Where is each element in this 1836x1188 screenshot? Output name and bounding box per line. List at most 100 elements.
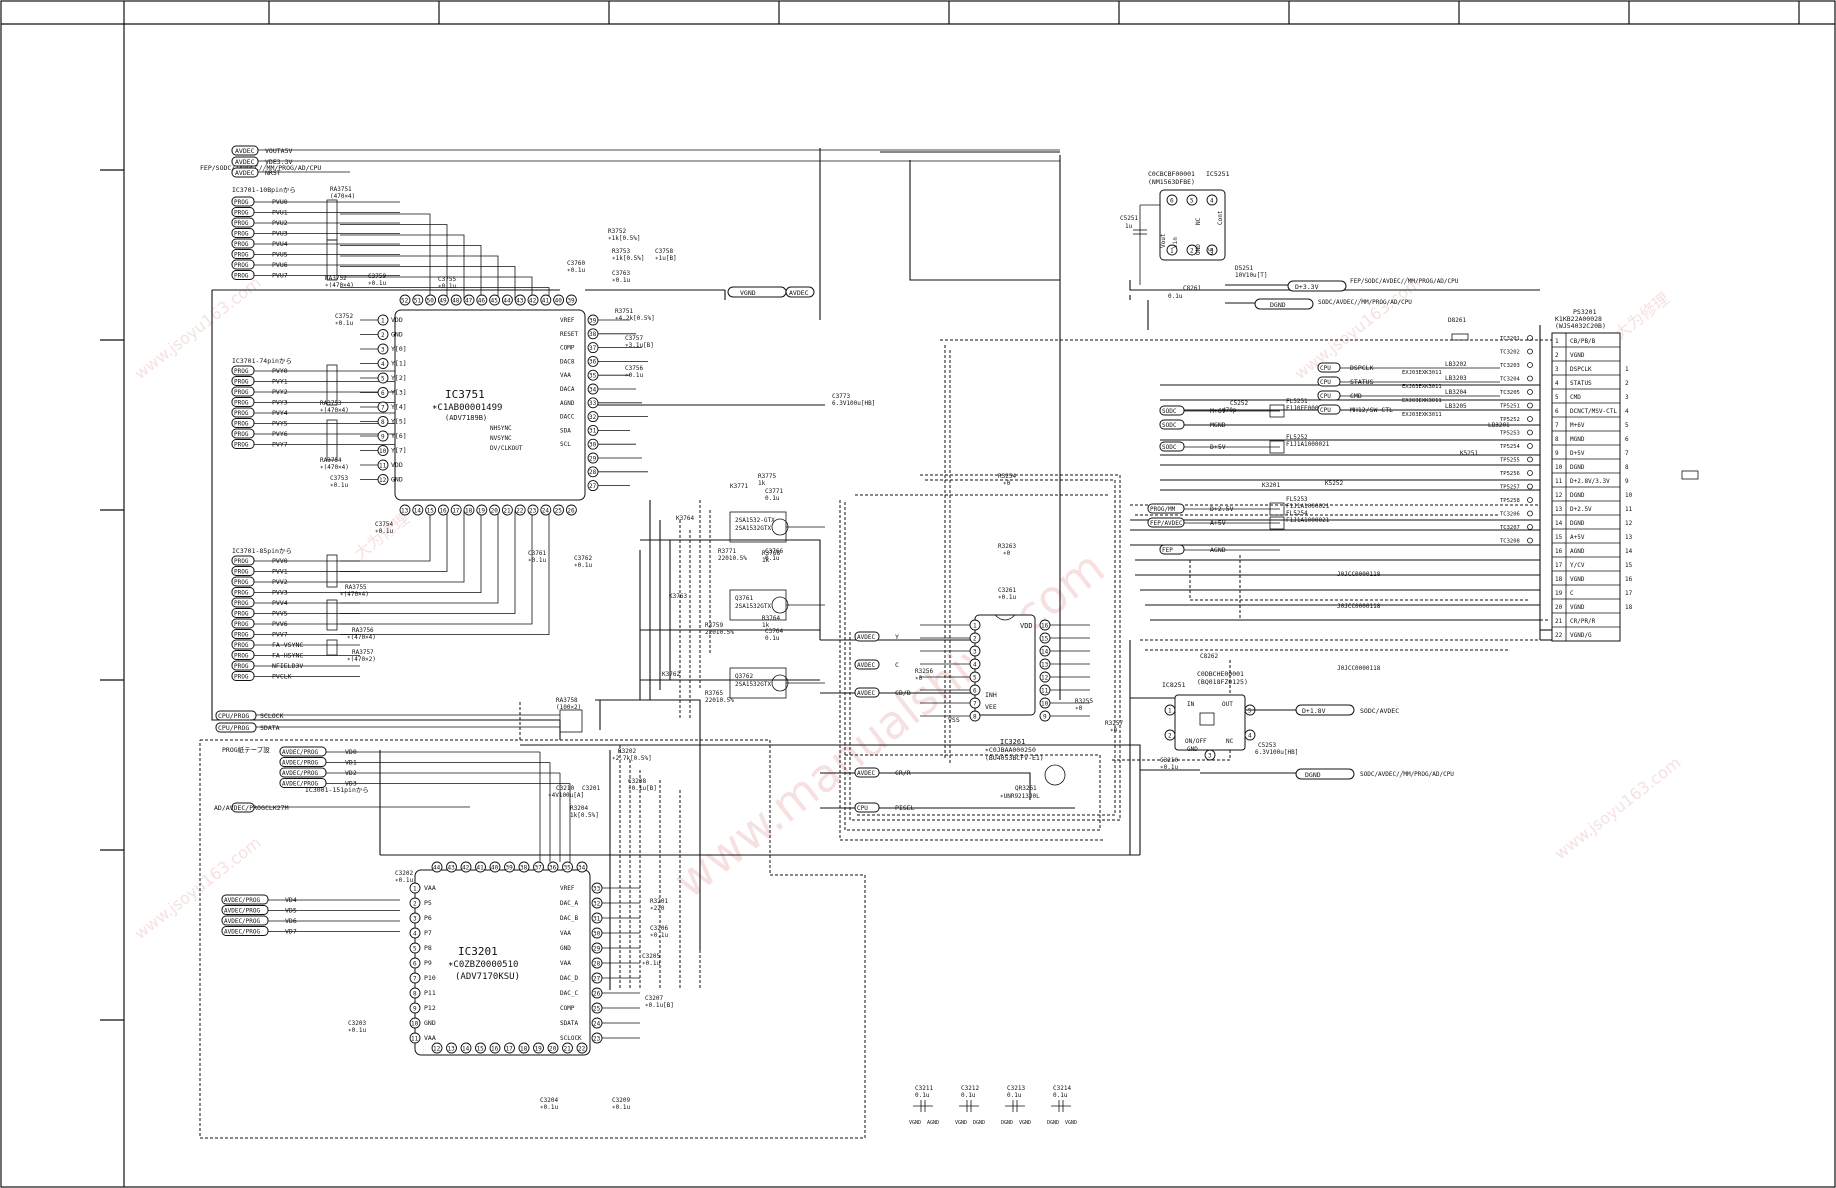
d5251-value: 0.1u: [1168, 293, 1183, 300]
ic3751-pin: [450, 294, 462, 306]
filter-symbol: [1269, 516, 1285, 530]
prog-tag: [231, 587, 255, 597]
vd-tag: [279, 746, 327, 757]
prog-tag: [231, 671, 255, 681]
r3765-value: 22010.5%: [705, 697, 734, 704]
ps3201-pin: 19: [1555, 590, 1563, 597]
lb-ref: LB3204: [1445, 389, 1467, 396]
filter-part: F1J1A1000021: [1286, 517, 1330, 524]
pin-number: 31: [589, 428, 597, 435]
r3263-value: ∗0: [1003, 550, 1011, 557]
prog-tag: [231, 597, 255, 608]
prog-tag: [231, 196, 255, 207]
vgnd-net: VGND: [740, 289, 756, 297]
ic3201-pin: [431, 861, 443, 873]
video-tag: [854, 802, 880, 813]
pin-number: 15: [427, 507, 435, 514]
r3751-value: ∗4.2k[0.5%]: [615, 315, 655, 322]
ic5251-part: C0CBCBF00001: [1148, 170, 1195, 178]
r3202-value: ∗2.7k[0.5%]: [612, 755, 652, 762]
pin-number: 23: [529, 507, 537, 514]
r3771-label: R3771: [718, 548, 736, 555]
prog-tag: [231, 618, 255, 629]
dgnd-dest-top: SODC/AVDEC/╱MM/PROG/AD/CPU: [1318, 298, 1412, 306]
bus-fan-wire: [340, 510, 516, 614]
ps3201-part: K1KB22A00028: [1555, 315, 1602, 323]
c3758-value: ∗1u[B]: [655, 255, 677, 262]
test-point-marker: [1527, 483, 1533, 490]
ps3201-pin: 7: [1555, 422, 1559, 429]
ic3751-pin: [501, 504, 513, 516]
ic3751-pin: [514, 504, 526, 516]
ic5251-nc: NC: [1195, 217, 1202, 225]
net-tag-label: PROG/MM: [1150, 506, 1176, 513]
ps3201-alt-pin: 18: [1625, 604, 1633, 611]
ic3201-pin: [562, 1042, 573, 1054]
transistor-drivers: 2SA1532-GTX2SA1532GTXQ37612SA1532GTXQ376…: [729, 511, 825, 699]
ic3751-pin: [463, 504, 475, 516]
c3753-label: C3753: [330, 475, 348, 482]
ps3201-signal: Y/CV: [1570, 562, 1585, 569]
c3754-label: C3754: [375, 521, 393, 528]
net-tag-label: FEP: [1162, 547, 1173, 554]
pin-number: 28: [593, 960, 601, 967]
pin-number: 50: [427, 297, 435, 304]
pin-number: 41: [477, 864, 485, 871]
ic3751-pin: [514, 294, 526, 306]
vd-tag: [279, 767, 327, 778]
pin-number: 3: [381, 346, 385, 353]
c3759-value: ∗0.1u: [368, 280, 386, 287]
prog-tag: [231, 386, 255, 397]
net-tag-label: PROG: [234, 442, 249, 449]
ic8251-model: (BQ018FZ0125): [1197, 678, 1248, 686]
ic3751-pin-label: GND: [391, 331, 403, 339]
pin-number: 24: [593, 1020, 601, 1027]
test-point-label: TP5255: [1500, 458, 1520, 464]
ps3201-pin: 20: [1555, 604, 1563, 611]
ic3751-pin-label: VAA: [560, 372, 571, 379]
pin-number: 10: [379, 448, 387, 455]
cpu-tag: [1317, 362, 1341, 373]
ic8251-part: C0DBCHE00001: [1197, 670, 1244, 678]
ic3201-pin: [518, 861, 530, 873]
pin-number: 29: [593, 945, 601, 952]
ic5251-cont: Cont: [1217, 210, 1224, 225]
ic3201-pin: [409, 912, 421, 924]
pin-number: 3: [973, 648, 977, 655]
ic3201-pin-label: COMP: [560, 1005, 575, 1012]
r3775-value: 1k: [758, 480, 766, 487]
ps3201-alt-pin: 14: [1625, 548, 1633, 555]
pin-number: 6: [973, 687, 977, 694]
c3754-value: ∗0.1u: [375, 528, 393, 535]
ic3201-pin-label: P10: [424, 974, 436, 982]
pin-number: 4: [413, 930, 417, 937]
ic3751-pin: [412, 294, 424, 306]
ra3752-label: RA3752: [325, 275, 347, 282]
r3254-label: R3254: [998, 473, 1016, 480]
prog-tag: [231, 259, 255, 270]
pin-number: 37: [589, 345, 597, 352]
c3753-value: ∗0.1u: [330, 482, 348, 489]
pin-number: 14: [414, 507, 422, 514]
power-tag: AVDEC: [235, 147, 255, 155]
r3753-label: R3753: [612, 248, 630, 255]
net-tag-label: PROG: [234, 231, 249, 238]
video-net-label: CR/R: [895, 769, 911, 777]
ic3201-pin-label: VAA: [560, 930, 571, 937]
c3756-value: ∗0.1u: [625, 372, 643, 379]
prog-tag: [231, 555, 255, 566]
ic8251-pin: [1204, 749, 1216, 761]
dgnd-net-top: DGND: [1270, 301, 1286, 309]
net-tag-label: PROG: [234, 220, 249, 227]
c3207-value: ∗0.1u[B]: [645, 1002, 674, 1009]
pin-number: 32: [593, 900, 601, 907]
ic3261-inh: INH: [985, 691, 997, 699]
ra3754-label: RA3754: [320, 457, 342, 464]
ps3201-alt-pin: 5: [1625, 422, 1629, 429]
ic3201-pin: [475, 1042, 486, 1054]
ps3201-signal: DCNCT/MSV-CTL: [1570, 408, 1617, 415]
pin-number: 36: [589, 359, 597, 366]
